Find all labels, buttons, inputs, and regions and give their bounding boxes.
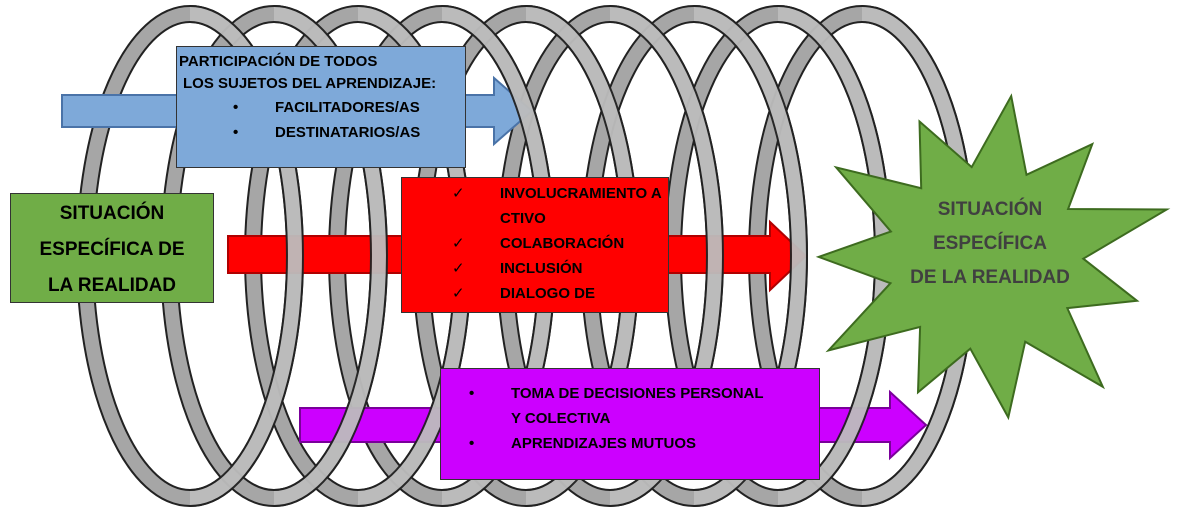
principles-box: ✓INVOLUCRAMIENTO ACTIVO ✓COLABORACIÓN ✓I… — [401, 177, 669, 313]
list-item: •FACILITADORES/AS — [179, 95, 465, 120]
transformed-reality-label: SITUACIÓN ESPECÍFICA DE LA REALIDAD — [890, 193, 1090, 295]
list-item: ✓COLABORACIÓN — [402, 231, 668, 256]
transformed-reality-line3: DE LA REALIDAD — [910, 267, 1070, 288]
coil-front-stripe-fill — [189, 7, 302, 505]
outcomes-list: •TOMA DE DECISIONES PERSONAL Y COLECTIVA… — [441, 381, 819, 456]
bullet-icon: • — [233, 124, 239, 141]
list-item: •TOMA DE DECISIONES PERSONAL Y COLECTIVA — [441, 381, 771, 431]
checkmark-icon: ✓ — [452, 234, 465, 252]
initial-reality-line2: ESPECÍFICA DE — [39, 239, 185, 260]
checkmark-icon: ✓ — [452, 184, 465, 202]
checkmark-icon: ✓ — [452, 259, 465, 277]
checkmark-icon: ✓ — [452, 284, 465, 302]
participants-list: •FACILITADORES/AS •DESTINATARIOS/AS — [179, 95, 465, 145]
bullet-icon: • — [469, 435, 475, 452]
initial-reality-line1: SITUACIÓN — [59, 203, 165, 224]
participation-box: PARTICIPACIÓN DE TODOS LOS SUJETOS DEL A… — [176, 46, 466, 168]
initial-reality-line3: LA REALIDAD — [47, 275, 177, 296]
list-item: ✓INCLUSIÓN — [402, 256, 668, 281]
list-item: ✓DIALOGO DE — [402, 281, 668, 306]
participation-title-line1: PARTICIPACIÓN DE TODOS — [179, 53, 378, 70]
transformed-reality-line2: ESPECÍFICA — [932, 233, 1048, 254]
bullet-icon: • — [469, 385, 475, 402]
list-item: •APRENDIZAJES MUTUOS — [441, 431, 771, 456]
transformed-reality-line1: SITUACIÓN — [937, 199, 1043, 220]
list-item: ✓INVOLUCRAMIENTO ACTIVO — [402, 181, 668, 231]
principles-list: ✓INVOLUCRAMIENTO ACTIVO ✓COLABORACIÓN ✓I… — [402, 181, 668, 306]
coil-front-stripe-fill — [273, 7, 386, 505]
bullet-icon: • — [233, 99, 239, 116]
outcomes-box: •TOMA DE DECISIONES PERSONAL Y COLECTIVA… — [440, 368, 820, 480]
list-item: •DESTINATARIOS/AS — [179, 120, 465, 145]
participation-title-line2: LOS SUJETOS DEL APRENDIZAJE: — [183, 75, 437, 92]
initial-reality-box: SITUACIÓN ESPECÍFICA DE LA REALIDAD — [10, 193, 214, 303]
